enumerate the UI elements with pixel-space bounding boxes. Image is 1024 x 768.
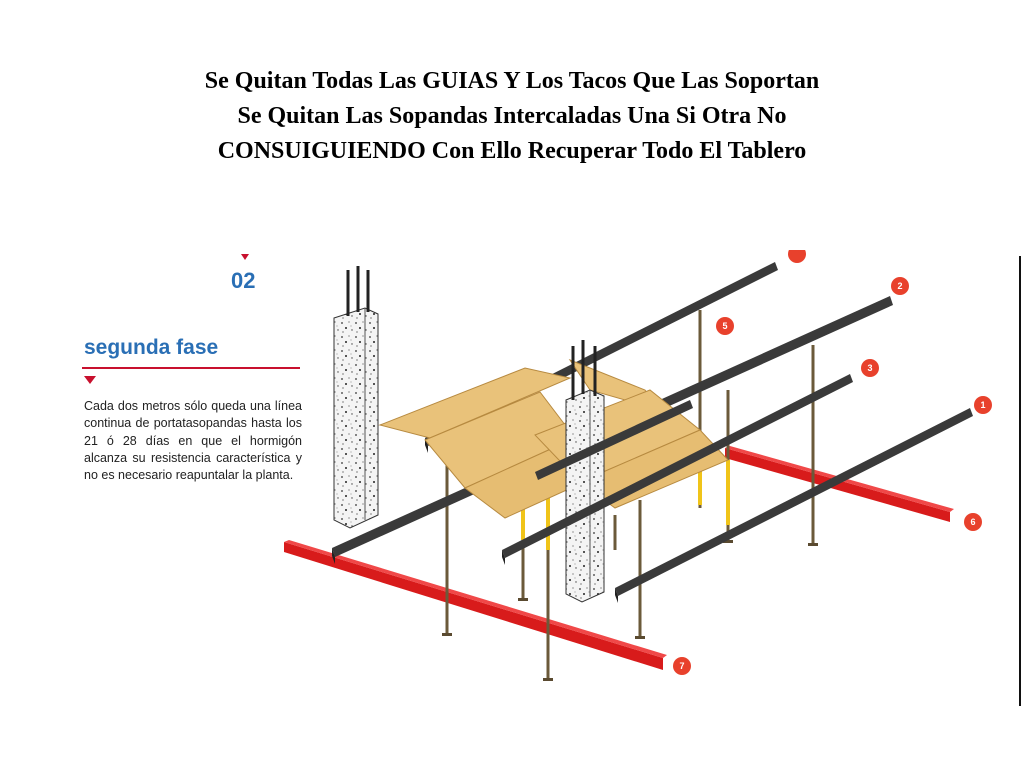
slide-title: Se Quitan Todas Las GUIAS Y Los Tacos Qu…: [0, 64, 1024, 169]
callout-3: 3: [861, 359, 879, 377]
beam-5-front: [535, 400, 693, 480]
concrete-column-left: [333, 266, 379, 529]
title-line-1: Se Quitan Todas Las GUIAS Y Los Tacos Qu…: [204, 68, 820, 94]
svg-text:3: 3: [867, 363, 872, 373]
phase-marker-icon: [241, 254, 249, 260]
callout-6: 6: [964, 513, 982, 531]
prop-bases: [442, 540, 818, 681]
title-line-3: CONSUIGUIENDO Con Ello Recuperar Todo El…: [217, 138, 807, 164]
boards: [378, 358, 729, 519]
callout-5: 5: [716, 317, 734, 335]
red-beam-6: [725, 446, 954, 522]
svg-text:7: 7: [679, 661, 684, 671]
svg-text:5: 5: [722, 321, 727, 331]
title-line-2: Se Quitan Las Sopandas Intercaladas Una …: [237, 103, 787, 129]
callout-7: 7: [673, 657, 691, 675]
phase-name: segunda fase: [84, 336, 219, 359]
props: [445, 310, 815, 680]
phase-number: 02: [231, 268, 256, 293]
phase-description: Cada dos metros sólo queda una línea con…: [84, 399, 302, 483]
beam-1: [615, 408, 973, 603]
callout-2: 2: [891, 277, 909, 295]
red-beam-7: [284, 540, 667, 670]
formwork-diagram: 2 5 3 1 6 7: [284, 250, 992, 681]
beam-3: [502, 374, 853, 565]
concrete-column-center: [565, 340, 605, 603]
svg-text:6: 6: [970, 517, 975, 527]
callout-1: 1: [974, 396, 992, 414]
frame-edge: [1019, 256, 1021, 706]
svg-text:1: 1: [980, 400, 985, 410]
callout-partial: [788, 250, 806, 263]
phase-underline: [82, 367, 300, 369]
phase-triangle-icon: [84, 376, 96, 384]
svg-text:2: 2: [897, 281, 902, 291]
